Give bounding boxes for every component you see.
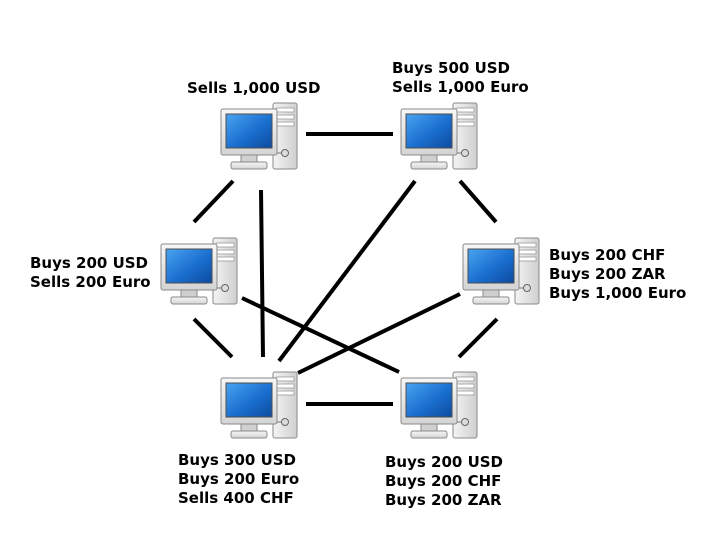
node-label-top-left: Sells 1,000 USD [187,79,321,98]
node-label-bottom-right: Buys 200 USD Buys 200 CHF Buys 200 ZAR [385,453,503,510]
label-line: Sells 1,000 Euro [392,78,529,96]
node-label-top-right: Buys 500 USD Sells 1,000 Euro [392,59,529,97]
link-mid-right-bottom-left [297,292,461,375]
link-top-left-mid-left [192,179,235,224]
node-label-bottom-left: Buys 300 USD Buys 200 Euro Sells 400 CHF [178,451,299,508]
label-line: Sells 200 Euro [30,273,151,291]
label-line: Sells 1,000 USD [187,79,321,97]
desktop-computer-icon [399,370,489,445]
desktop-computer-icon [219,370,309,445]
link-top-right-bottom-left [277,179,417,363]
label-line: Buys 500 USD [392,59,511,77]
desktop-computer-icon [219,101,309,176]
label-line: Buys 1,000 Euro [549,284,687,302]
label-line: Buys 200 USD [30,254,149,272]
desktop-computer-icon [461,236,551,311]
label-line: Buys 300 USD [178,451,297,469]
label-line: Buys 200 Euro [178,470,300,488]
label-line: Buys 200 CHF [549,246,666,264]
node-label-mid-left: Buys 200 USD Sells 200 Euro [30,254,151,292]
node-label-mid-right: Buys 200 CHF Buys 200 ZAR Buys 1,000 Eur… [549,246,686,303]
label-line: Buys 200 ZAR [385,491,502,509]
label-line: Buys 200 USD [385,453,504,471]
link-mid-left-bottom-left [192,317,234,359]
link-mid-right-bottom-right [457,317,499,359]
desktop-computer-icon [399,101,489,176]
link-top-left-bottom-left [259,189,265,358]
label-line: Buys 200 CHF [385,472,502,490]
desktop-computer-icon [159,236,249,311]
label-line: Sells 400 CHF [178,489,294,507]
link-mid-left-bottom-right [241,296,400,374]
label-line: Buys 200 ZAR [549,265,666,283]
link-top-right-mid-right [458,179,498,224]
